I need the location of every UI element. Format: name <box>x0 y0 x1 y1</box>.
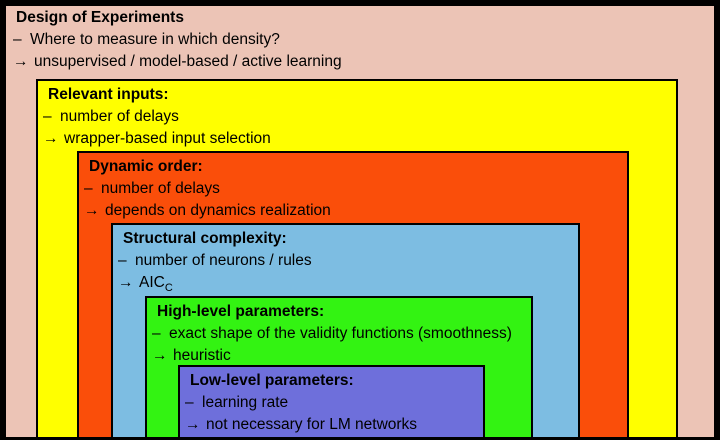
bullet-text: heuristic <box>173 347 231 364</box>
bullet-row: → depends on dynamics realization <box>79 200 627 222</box>
bullet-text: number of delays <box>60 108 179 125</box>
bullet-text: not necessary for LM networks <box>206 416 418 433</box>
bullet-row: → AICC <box>113 272 578 294</box>
bullet-row: → wrapper-based input selection <box>38 128 676 150</box>
bullet-row: – number of delays <box>79 178 627 200</box>
bullet-row: → heuristic <box>147 345 531 367</box>
dash-bullet-marker: – <box>118 252 127 269</box>
slide-title: Design of Experiments <box>16 9 184 26</box>
bullet-text: number of neurons / rules <box>135 252 312 269</box>
bullet-text: depends on dynamics realization <box>105 202 331 219</box>
box-dynamic-order-title: Dynamic order: <box>89 158 203 175</box>
bullet-row: – learning rate <box>180 392 483 414</box>
arrow-bullet-marker: → <box>152 347 168 364</box>
slide-header: Design of Experiments – Where to measure… <box>6 7 714 73</box>
bullet-row: – exact shape of the validity functions … <box>147 323 531 345</box>
header-bullet-text-2: unsupervised / model-based / active lear… <box>34 53 342 70</box>
box-low-level-parameters: Low-level parameters: – learning rate → … <box>178 365 485 437</box>
bullet-text: learning rate <box>202 394 289 411</box>
dash-bullet-marker: – <box>13 31 22 48</box>
bullet-row: → not necessary for LM networks <box>180 414 483 436</box>
dash-bullet-marker: – <box>43 108 52 125</box>
dash-bullet-marker: – <box>152 325 161 342</box>
arrow-bullet-marker: → <box>185 416 201 433</box>
arrow-bullet-marker: → <box>13 53 29 70</box>
aic-criterion-label: AICC <box>139 272 173 294</box>
box-relevant-inputs-title: Relevant inputs: <box>48 86 169 103</box>
header-bullet-row-2: → unsupervised / model-based / active le… <box>6 51 714 73</box>
aic-subscript: C <box>164 282 173 295</box>
arrow-bullet-marker: → <box>84 202 100 219</box>
bullet-text: number of delays <box>101 180 220 197</box>
header-bullet-row-1: – Where to measure in which density? <box>6 29 714 51</box>
box-high-level-parameters-title: High-level parameters: <box>157 303 325 320</box>
box-low-level-parameters-title: Low-level parameters: <box>190 372 354 389</box>
aic-text: AIC <box>139 274 165 291</box>
slide-background: Design of Experiments – Where to measure… <box>6 6 714 437</box>
dash-bullet-marker: – <box>84 180 93 197</box>
box-structural-complexity-title: Structural complexity: <box>123 230 287 247</box>
bullet-text: wrapper-based input selection <box>64 130 271 147</box>
arrow-bullet-marker: → <box>43 130 59 147</box>
header-bullet-text-1: Where to measure in which density? <box>30 31 280 48</box>
bullet-row: – number of neurons / rules <box>113 250 578 272</box>
bullet-row: – number of delays <box>38 106 676 128</box>
arrow-bullet-marker: → <box>118 274 134 291</box>
dash-bullet-marker: – <box>185 394 194 411</box>
bullet-text: exact shape of the validity functions (s… <box>169 325 512 342</box>
